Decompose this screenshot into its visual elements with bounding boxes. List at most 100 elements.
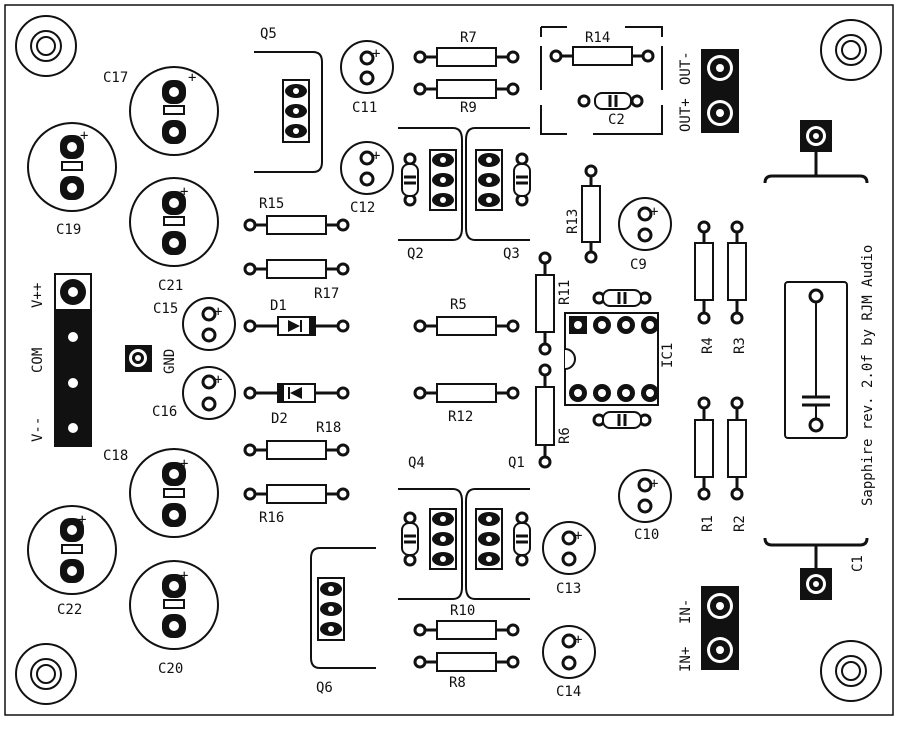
- svg-text:+: +: [214, 304, 222, 320]
- label-r8: R8: [449, 675, 466, 691]
- resistor-r4: [694, 220, 714, 325]
- label-c15: C15: [153, 301, 178, 317]
- mounting-hole-br: [820, 640, 882, 702]
- resistor-r18: [243, 440, 350, 460]
- resistor-r17: [243, 259, 350, 279]
- board-outline: [4, 4, 894, 716]
- label-c9: C9: [630, 257, 647, 273]
- resistor-r13: [581, 164, 601, 264]
- capacitor-c11: +: [340, 40, 394, 94]
- label-c20: C20: [158, 661, 183, 677]
- capacitor-c14: +: [542, 625, 596, 679]
- label-r12: R12: [448, 409, 473, 425]
- svg-text:+: +: [574, 528, 582, 544]
- svg-text:+: +: [650, 204, 658, 220]
- resistor-r5: [413, 316, 520, 336]
- svg-text:+: +: [80, 128, 88, 144]
- output-bracket: [540, 26, 663, 135]
- label-r3: R3: [732, 337, 748, 354]
- svg-text:+: +: [78, 512, 86, 528]
- svg-text:+: +: [372, 148, 380, 164]
- transistor-q6: [310, 547, 376, 669]
- label-gnd: GND: [162, 349, 178, 374]
- svg-text:+: +: [650, 476, 658, 492]
- capacitor-ic1-bottom: [592, 411, 652, 429]
- label-r2: R2: [732, 515, 748, 532]
- resistor-r16: [243, 484, 350, 504]
- transistor-q3: [465, 127, 530, 241]
- label-r17: R17: [314, 286, 339, 302]
- label-vmm: V--: [30, 417, 46, 442]
- label-ic1: IC1: [660, 343, 676, 368]
- label-in-minus: IN-: [678, 599, 694, 624]
- capacitor-q3-right: [513, 152, 531, 207]
- capacitor-c9: +: [618, 197, 672, 251]
- label-c14: C14: [556, 684, 581, 700]
- mounting-hole-tl: [15, 15, 77, 77]
- label-q1: Q1: [508, 455, 525, 471]
- board-title: Sapphire rev. 2.0f by RJM Audio: [860, 245, 876, 506]
- label-c22: C22: [57, 602, 82, 618]
- capacitor-c22: +: [27, 505, 117, 595]
- transistor-q4: [398, 488, 463, 600]
- capacitor-ic1-top: [592, 289, 652, 307]
- label-out-minus: OUT-: [678, 51, 694, 85]
- label-vpp: V++: [30, 283, 46, 308]
- transistor-q5: [254, 51, 323, 173]
- ic1-dip8: [564, 312, 659, 406]
- capacitor-c18: +: [129, 448, 219, 538]
- diode-d2: [243, 383, 350, 403]
- label-q2: Q2: [407, 246, 424, 262]
- resistor-r2: [727, 396, 747, 501]
- label-r15: R15: [259, 196, 284, 212]
- transistor-q1: [465, 488, 530, 600]
- capacitor-q2-left: [401, 152, 419, 207]
- label-c13: C13: [556, 581, 581, 597]
- label-r16: R16: [259, 510, 284, 526]
- label-r1: R1: [700, 515, 716, 532]
- resistor-r14: [549, 46, 655, 66]
- label-in-plus: IN+: [678, 647, 694, 672]
- capacitor-c13: +: [542, 521, 596, 575]
- resistor-r11: [535, 251, 555, 356]
- capacitor-c21: +: [129, 177, 219, 267]
- label-r4: R4: [700, 337, 716, 354]
- diode-d1: [243, 316, 350, 336]
- resistor-r6: [535, 363, 555, 469]
- svg-text:+: +: [188, 70, 196, 86]
- label-r11: R11: [557, 280, 573, 305]
- output-header: [701, 49, 739, 133]
- resistor-r8: [413, 652, 520, 672]
- gnd-pad: [125, 345, 152, 372]
- capacitor-q4-left: [401, 511, 419, 567]
- mounting-hole-bl: [15, 643, 77, 705]
- resistor-r12: [413, 383, 520, 403]
- label-r7: R7: [460, 30, 477, 46]
- labels: Q5 C17 C11 R7 R14 R9 C2 C19 C12 R15 C21 …: [30, 26, 876, 700]
- label-r10: R10: [450, 603, 475, 619]
- label-c18: C18: [103, 448, 128, 464]
- label-r18: R18: [316, 420, 341, 436]
- power-header: [54, 273, 92, 447]
- capacitor-c19: +: [27, 122, 117, 212]
- resistor-r15: [243, 215, 350, 235]
- label-c19: C19: [56, 222, 81, 238]
- svg-text:+: +: [574, 632, 582, 648]
- resistor-r1: [694, 396, 714, 501]
- label-c21: C21: [158, 278, 183, 294]
- label-r13: R13: [565, 209, 581, 234]
- label-c17: C17: [103, 70, 128, 86]
- label-d1: D1: [270, 298, 287, 314]
- label-c10: C10: [634, 527, 659, 543]
- svg-text:+: +: [180, 184, 188, 200]
- label-r6: R6: [557, 427, 573, 444]
- label-d2: D2: [271, 411, 288, 427]
- capacitor-c17: +: [129, 66, 219, 156]
- label-q5: Q5: [260, 26, 277, 42]
- resistor-r9: [413, 79, 520, 99]
- label-q4: Q4: [408, 455, 425, 471]
- label-r14: R14: [585, 30, 610, 46]
- mounting-hole-tr: [820, 19, 882, 81]
